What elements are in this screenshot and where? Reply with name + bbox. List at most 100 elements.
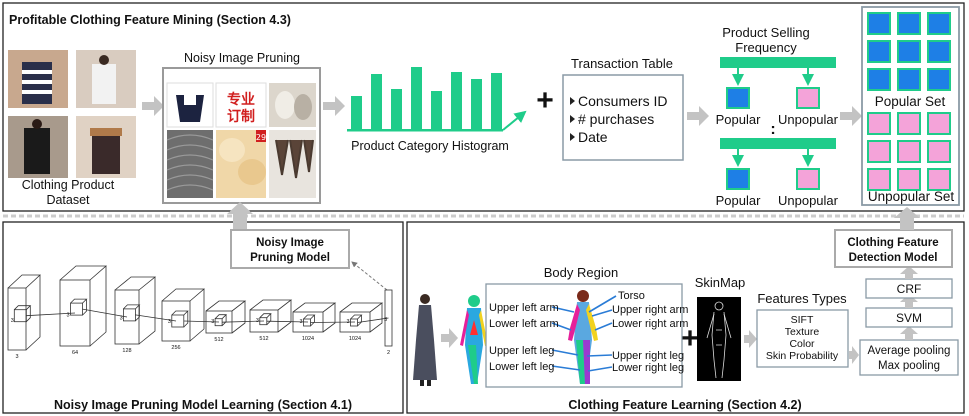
cnn-depth-label: 2	[387, 350, 390, 356]
unpopular-label-upper: Unpopular	[778, 112, 839, 127]
frequency-dots: :	[770, 121, 775, 138]
unpopular-set-square	[867, 112, 891, 135]
histogram-bar	[391, 89, 402, 129]
arrow-pooling-to-svm	[900, 326, 918, 340]
body-region-pointers	[551, 295, 617, 372]
model-photo	[413, 294, 437, 386]
pruning-title: Noisy Image Pruning	[184, 51, 300, 65]
body-label-lower-left-leg: Lower left leg	[489, 361, 554, 373]
bottom-left-panel-title: Noisy Image Pruning Model Learning (Sect…	[54, 398, 352, 412]
transaction-list: Consumers ID # purchases Date	[570, 93, 667, 145]
frequency-split-lower	[720, 138, 836, 190]
pruning-model-line2: Pruning Model	[250, 252, 330, 264]
cnn-layer: 3 512	[205, 300, 265, 343]
histogram-bar	[351, 96, 362, 129]
cnn-depth-label: 64	[72, 350, 78, 356]
cnn-kernel-label: 3	[67, 312, 70, 318]
arrow-detection-up	[894, 207, 920, 230]
histogram-baseline	[347, 129, 503, 132]
popular-label-upper: Popular	[716, 112, 761, 127]
cnn-depth-label: 512	[214, 337, 223, 343]
frequency-split-upper	[720, 57, 836, 109]
pruning-model-line1: Noisy Image	[256, 237, 324, 249]
histogram-bar	[371, 74, 382, 129]
unpopular-label-lower: Unpopular	[778, 193, 839, 208]
bottom-right-panel	[406, 221, 965, 414]
feature-skin-probability: Skin Probability	[766, 350, 839, 362]
arrow-features-to-pooling	[849, 346, 859, 364]
cnn-layer: 3 1024	[339, 302, 389, 342]
popular-set-label: Popular Set	[875, 94, 946, 109]
plus-sign-bottom: +	[681, 322, 699, 355]
feature-sift: SIFT	[791, 314, 814, 326]
arrow-table-to-frequency	[687, 106, 709, 126]
transaction-title: Transaction Table	[571, 56, 673, 71]
dashed-arrow-cnn-to-model	[351, 261, 388, 291]
unpopular-set-square	[927, 112, 951, 135]
histogram-bar	[451, 72, 462, 129]
top-panel-title: Profitable Clothing Feature Mining (Sect…	[9, 13, 291, 27]
skinmap-image	[697, 297, 741, 381]
cnn-kernel-label: 3	[300, 319, 303, 325]
cnn-depth-label: 1024	[349, 336, 361, 342]
cnn-kernel-label: 3	[168, 319, 171, 325]
popular-square-upper	[726, 87, 750, 109]
transaction-item-2: # purchases	[578, 111, 654, 127]
popular-square-lower	[726, 168, 750, 190]
svm-label: SVM	[896, 311, 922, 325]
detection-model-line2: Detection Model	[849, 252, 938, 264]
pooling-line1: Average pooling	[868, 345, 951, 357]
cnn-kernel-label: 3	[211, 319, 214, 325]
bottom-right-panel-title: Clothing Feature Learning (Section 4.2)	[568, 398, 801, 412]
dataset-label-line2: Dataset	[46, 193, 90, 207]
histogram-bar	[411, 67, 422, 129]
frequency-title-line1: Product Selling	[722, 25, 809, 40]
unpopular-set-square	[867, 168, 891, 191]
unpopular-set-grid	[867, 112, 951, 191]
cnn-layer: 3 1024	[292, 302, 356, 342]
detection-model-box	[834, 229, 953, 268]
pooling-line2: Max pooling	[878, 360, 940, 372]
unpopular-set-square	[897, 140, 921, 163]
poster-badge: 29	[256, 133, 266, 142]
detection-model-line1: Clothing Feature	[847, 237, 938, 249]
body-label-upper-left-arm: Upper left arm	[489, 302, 559, 314]
body-label-upper-left-leg: Upper left leg	[489, 345, 554, 357]
feature-color: Color	[789, 338, 815, 350]
cnn-layer: 3 64	[59, 265, 128, 356]
arrow-crf-to-detection	[900, 266, 918, 279]
unpopular-set-square	[867, 140, 891, 163]
cnn-kernel-label: 3	[384, 317, 387, 323]
dataset-photos	[8, 50, 136, 178]
body-region-title: Body Region	[544, 265, 618, 280]
unpopular-set-label: Unpopular Set	[868, 189, 955, 204]
unpopular-set-square	[897, 168, 921, 191]
category-histogram	[347, 67, 527, 132]
skinmap-silhouette	[706, 301, 732, 379]
arrow-photo-to-pose	[441, 328, 458, 348]
popular-set-square	[897, 12, 921, 35]
popular-set-square	[867, 12, 891, 35]
histogram-bar	[491, 73, 502, 129]
body-label-lower-left-arm: Lower left arm	[489, 318, 559, 330]
transaction-item-3: Date	[578, 129, 608, 145]
poster-text-2: 订制	[227, 108, 255, 125]
histogram-bar	[431, 91, 442, 129]
skinmap-title: SkinMap	[695, 275, 746, 290]
unpopular-set-square	[897, 112, 921, 135]
arrow-svm-to-crf	[900, 294, 918, 308]
feature-texture: Texture	[785, 326, 820, 338]
features-box	[756, 309, 849, 368]
popular-set-square	[927, 68, 951, 91]
segmented-body	[568, 290, 598, 384]
cnn-kernel-label: 3	[347, 319, 350, 325]
cnn-depth-label: 512	[259, 336, 268, 342]
popular-label-lower: Popular	[716, 193, 761, 208]
dataset-label-line1: Clothing Product	[22, 178, 115, 192]
cnn-depth-label: 1024	[302, 336, 314, 342]
features-title: Features Types	[757, 291, 847, 306]
